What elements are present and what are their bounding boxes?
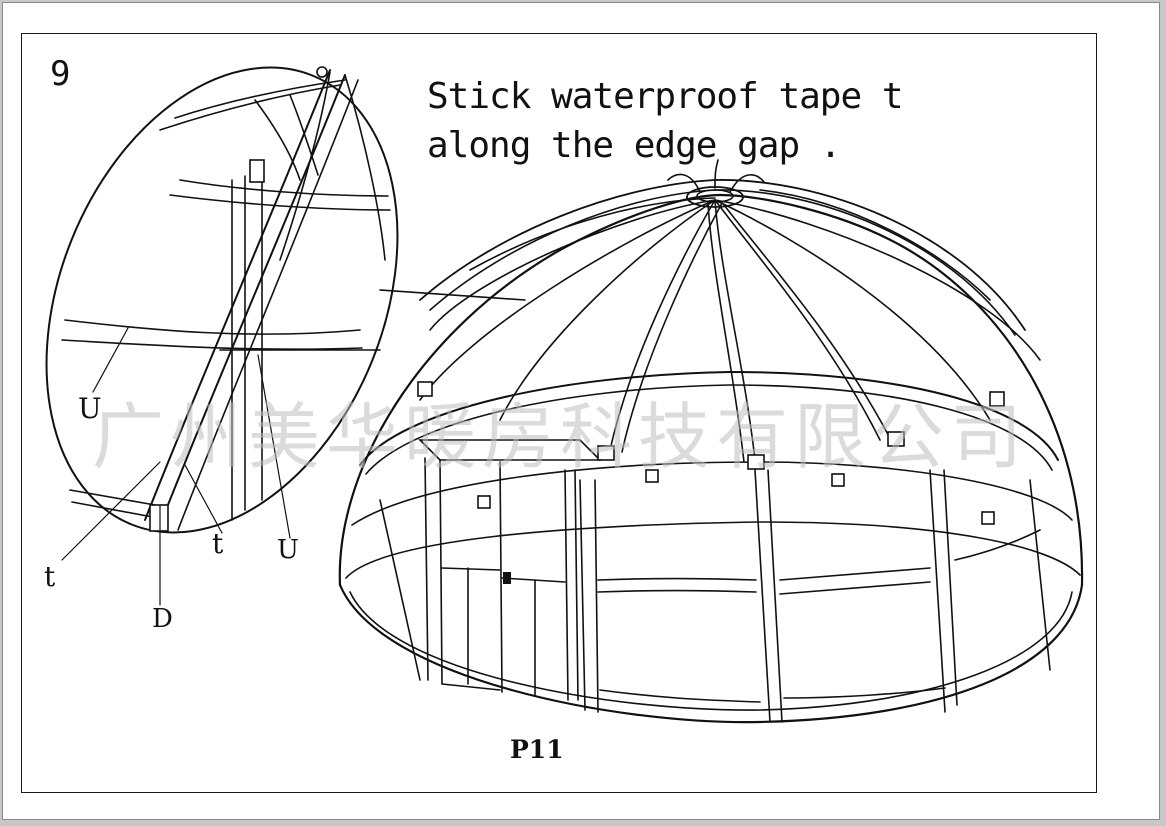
- page-border: [21, 33, 1097, 793]
- watermark-text: 广州美华暖房科技有限公司: [92, 395, 1029, 479]
- instruction-line-2: along the edge gap .: [427, 125, 841, 166]
- label-t-left: t: [44, 560, 56, 593]
- dome-illustration: [338, 159, 1084, 724]
- label-d: D: [152, 604, 173, 634]
- step-number: 9: [50, 54, 71, 94]
- callout-leader-line: [379, 289, 526, 301]
- detail-zoom-oval: [45, 66, 399, 534]
- page-number: P11: [510, 735, 564, 764]
- label-leader-lines: [61, 327, 291, 606]
- label-u-upper: U: [78, 392, 102, 425]
- label-u-lower: U: [277, 535, 299, 565]
- label-t-mid: t: [212, 527, 224, 560]
- instruction-text: Stick waterproof tape t along the edge g…: [427, 72, 903, 170]
- instruction-line-1: Stick waterproof tape t: [427, 76, 903, 117]
